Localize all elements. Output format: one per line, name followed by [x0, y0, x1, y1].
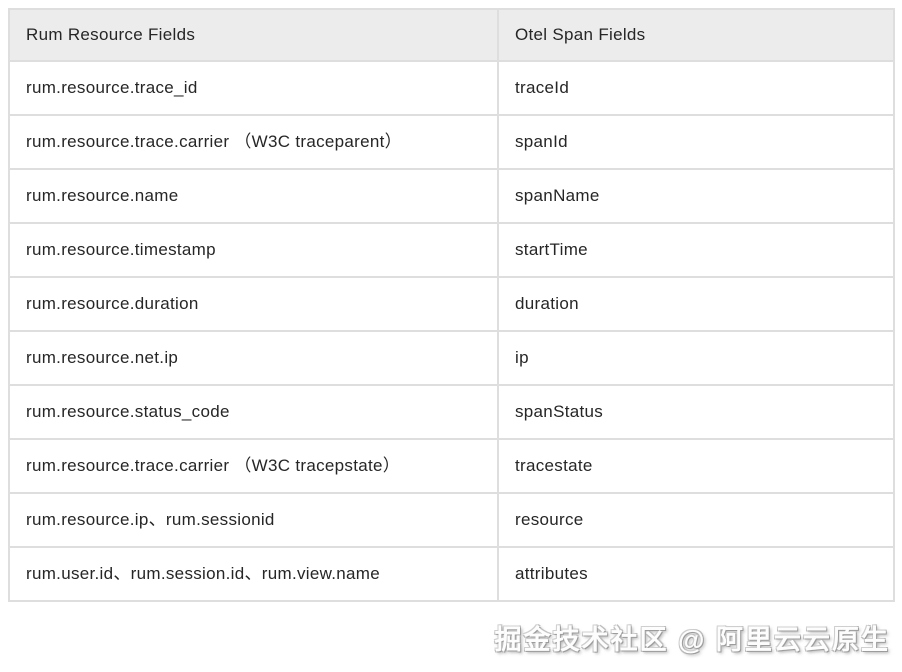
table-row: rum.resource.trace_id traceId — [8, 60, 895, 116]
rum-field-cell: rum.resource.name — [8, 168, 499, 224]
rum-field-cell: rum.resource.net.ip — [8, 330, 499, 386]
otel-field-cell: tracestate — [497, 438, 895, 494]
rum-field-cell: rum.resource.trace.carrier （W3C tracepar… — [8, 114, 499, 170]
rum-field-cell: rum.resource.duration — [8, 276, 499, 332]
rum-field-value: rum.resource.trace_id — [26, 78, 198, 97]
table-row: rum.resource.net.ip ip — [8, 330, 895, 386]
otel-field-cell: attributes — [497, 546, 895, 602]
rum-field-value: rum.resource.net.ip — [26, 348, 179, 367]
table-row: rum.resource.status_code spanStatus — [8, 384, 895, 440]
rum-field-value: rum.resource.timestamp — [26, 240, 216, 259]
site-watermark: 掘金技术社区 @ 阿里云云原生 — [494, 625, 890, 655]
rum-field-value: rum.resource.trace.carrier （W3C tracepst… — [26, 456, 401, 475]
table-row: rum.resource.trace.carrier （W3C tracepst… — [8, 438, 895, 494]
otel-field-cell: ip — [497, 330, 895, 386]
table-row: rum.resource.ip、rum.sessionid resource — [8, 492, 895, 548]
otel-field-value: startTime — [515, 240, 588, 259]
rum-field-cell: rum.user.id、rum.session.id、rum.view.name — [8, 546, 499, 602]
rum-field-cell: rum.resource.timestamp — [8, 222, 499, 278]
otel-field-cell: duration — [497, 276, 895, 332]
rum-field-cell: rum.resource.trace_id — [8, 60, 499, 116]
otel-field-cell: startTime — [497, 222, 895, 278]
otel-field-cell: spanStatus — [497, 384, 895, 440]
table-row: rum.resource.trace.carrier （W3C tracepar… — [8, 114, 895, 170]
otel-field-value: resource — [515, 510, 584, 529]
table-header-row: Rum Resource Fields Otel Span Fields — [8, 8, 895, 62]
otel-field-cell: spanName — [497, 168, 895, 224]
table-row: rum.resource.duration duration — [8, 276, 895, 332]
otel-field-value: spanName — [515, 186, 600, 205]
rum-field-cell: rum.resource.ip、rum.sessionid — [8, 492, 499, 548]
otel-field-value: ip — [515, 348, 529, 367]
otel-field-value: spanStatus — [515, 402, 604, 421]
otel-field-value: tracestate — [515, 456, 593, 475]
column-header-rum: Rum Resource Fields — [8, 8, 499, 62]
rum-field-value: rum.resource.ip、rum.sessionid — [26, 510, 275, 529]
rum-field-value: rum.resource.name — [26, 186, 179, 205]
rum-field-cell: rum.resource.trace.carrier （W3C tracepst… — [8, 438, 499, 494]
otel-field-value: duration — [515, 294, 579, 313]
rum-field-value: rum.user.id、rum.session.id、rum.view.name — [26, 564, 380, 583]
table-row: rum.user.id、rum.session.id、rum.view.name… — [8, 546, 895, 602]
column-header-otel: Otel Span Fields — [497, 8, 895, 62]
otel-field-value: spanId — [515, 132, 568, 151]
table-row: rum.resource.timestamp startTime — [8, 222, 895, 278]
field-mapping-table: Rum Resource Fields Otel Span Fields rum… — [8, 8, 895, 602]
otel-field-value: attributes — [515, 564, 588, 583]
rum-field-value: rum.resource.duration — [26, 294, 199, 313]
otel-field-cell: traceId — [497, 60, 895, 116]
otel-field-cell: spanId — [497, 114, 895, 170]
rum-field-cell: rum.resource.status_code — [8, 384, 499, 440]
table-row: rum.resource.name spanName — [8, 168, 895, 224]
otel-field-cell: resource — [497, 492, 895, 548]
otel-field-value: traceId — [515, 78, 570, 97]
rum-field-value: rum.resource.status_code — [26, 402, 230, 421]
rum-field-value: rum.resource.trace.carrier （W3C tracepar… — [26, 132, 402, 151]
